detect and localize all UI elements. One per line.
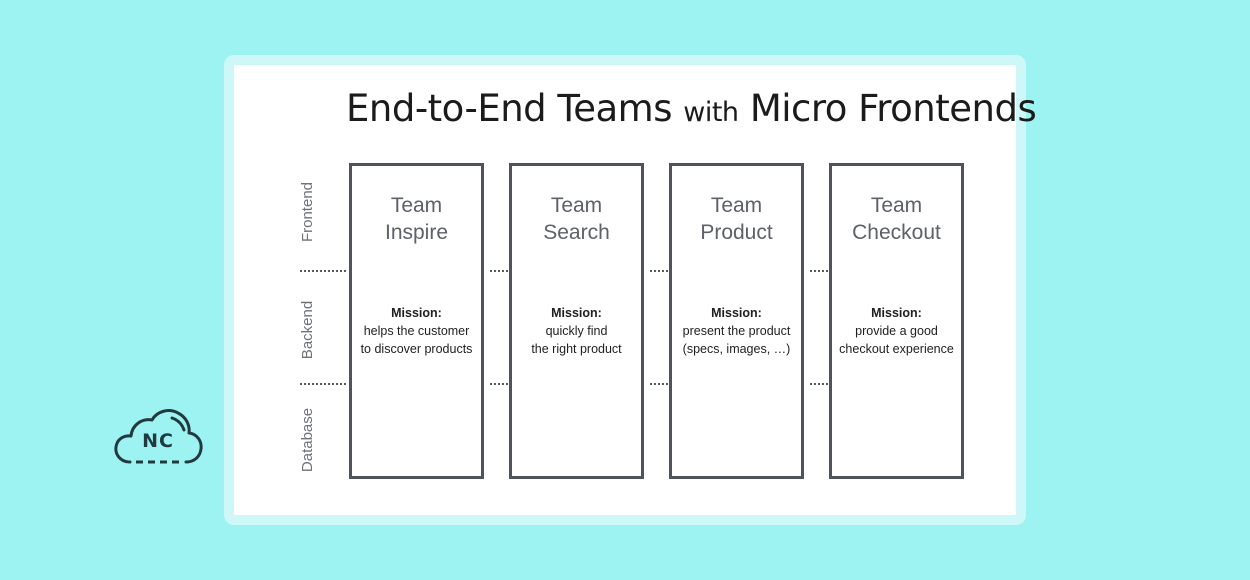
separator-frontend-backend-gap [650,270,668,272]
separator-frontend-backend-gap [810,270,828,272]
team-mission: Mission: helps the customer to discover … [352,304,481,358]
mission-text: to discover products [360,342,473,356]
team-name-line: Team [550,194,603,217]
mission-label: Mission: [871,306,922,320]
diagram-card: End-to-End Teams with Micro Frontends Fr… [234,65,1037,515]
team-box-product: Team Product Mission: present the produc… [669,163,804,479]
separator-backend-database-gap [650,383,668,385]
cloud-logo-icon [114,409,203,464]
mission-text: present the product [682,324,791,338]
team-name: Team Product [672,192,801,246]
team-name-line: Team [390,194,443,217]
title-connector: with [683,97,739,128]
mission-text: checkout experience [839,342,954,356]
title-main: End-to-End Teams [346,87,673,130]
team-name: Team Checkout [832,192,961,246]
layer-label-database: Database [299,407,316,473]
mission-label: Mission: [711,306,762,320]
card-frame: End-to-End Teams with Micro Frontends Fr… [224,55,1037,525]
team-name-line: Team [870,194,923,217]
separator-backend-database-gap [490,383,508,385]
logo-text: NC [142,430,174,452]
separator-backend-database-left [300,383,346,385]
mission-text: provide a good [855,324,938,338]
team-name-line: Checkout [852,221,941,244]
team-box-inspire: Team Inspire Mission: helps the customer… [349,163,484,479]
team-box-checkout: Team Checkout Mission: provide a good ch… [829,163,964,479]
mission-text: the right product [531,342,622,356]
separator-frontend-backend-left [300,270,346,272]
mission-text: quickly find [545,324,608,338]
mission-label: Mission: [551,306,602,320]
team-name-line: Inspire [384,221,449,244]
layer-label-frontend: Frontend [299,181,316,243]
team-box-search: Team Search Mission: quickly find the ri… [509,163,644,479]
team-name: Team Inspire [352,192,481,246]
separator-frontend-backend-gap [490,270,508,272]
team-mission: Mission: present the product (specs, ima… [672,304,801,358]
brand-logo: NC [112,408,206,468]
team-mission: Mission: provide a good checkout experie… [832,304,961,358]
team-name-line: Team [710,194,763,217]
layer-label-backend: Backend [299,300,316,360]
title-tail: Micro Frontends [749,87,1037,130]
team-name-line: Product [700,221,773,244]
team-name-line: Search [543,221,610,244]
mission-text: (specs, images, …) [682,342,791,356]
team-mission: Mission: quickly find the right product [512,304,641,358]
diagram-title: End-to-End Teams with Micro Frontends [346,87,1037,130]
mission-text: helps the customer [363,324,470,338]
team-name: Team Search [512,192,641,246]
separator-backend-database-gap [810,383,828,385]
mission-label: Mission: [391,306,442,320]
